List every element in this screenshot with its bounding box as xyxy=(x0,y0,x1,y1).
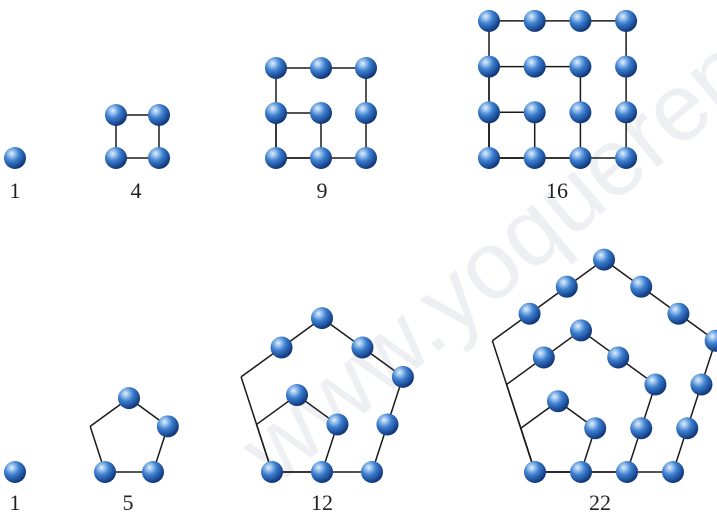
sphere xyxy=(662,461,684,483)
sphere xyxy=(261,461,283,483)
sphere xyxy=(142,461,164,483)
pentagon-edge xyxy=(673,341,716,472)
sphere xyxy=(311,461,333,483)
square-label-9: 9 xyxy=(317,178,328,203)
sphere xyxy=(524,101,546,123)
sphere xyxy=(569,101,591,123)
sphere xyxy=(524,56,546,78)
pentagonal-label-1: 1 xyxy=(10,490,21,515)
sphere xyxy=(478,101,500,123)
pentagon-edge xyxy=(604,260,716,341)
sphere xyxy=(607,346,629,368)
sphere xyxy=(148,147,170,169)
sphere xyxy=(4,461,26,483)
sphere xyxy=(615,56,637,78)
sphere xyxy=(376,413,398,435)
sphere xyxy=(157,415,179,437)
sphere xyxy=(478,10,500,32)
sphere xyxy=(351,337,373,359)
sphere xyxy=(271,337,293,359)
sphere xyxy=(355,147,377,169)
sphere xyxy=(105,147,127,169)
sphere xyxy=(148,104,170,126)
sphere xyxy=(265,102,287,124)
sphere xyxy=(569,147,591,169)
sphere xyxy=(615,10,637,32)
sphere xyxy=(593,249,615,271)
sphere xyxy=(94,461,116,483)
sphere xyxy=(286,384,308,406)
sphere xyxy=(478,56,500,78)
sphere xyxy=(690,374,712,396)
sphere xyxy=(547,390,569,412)
sphere xyxy=(4,147,26,169)
square-figure-4 xyxy=(105,104,170,169)
sphere xyxy=(118,387,140,409)
sphere xyxy=(615,147,637,169)
sphere xyxy=(615,101,637,123)
sphere xyxy=(644,374,666,396)
sphere xyxy=(310,57,332,79)
sphere xyxy=(533,346,555,368)
sphere xyxy=(524,147,546,169)
sphere xyxy=(556,276,578,298)
sphere xyxy=(265,57,287,79)
sphere xyxy=(105,104,127,126)
square-label-16: 16 xyxy=(546,178,568,203)
sphere xyxy=(630,276,652,298)
sphere xyxy=(630,417,652,439)
sphere xyxy=(584,417,606,439)
sphere xyxy=(310,147,332,169)
pentagonal-label-22: 22 xyxy=(589,490,611,515)
pentagon-edge xyxy=(492,341,535,472)
square-label-4: 4 xyxy=(131,178,142,203)
square-figure-9 xyxy=(265,57,377,169)
sphere xyxy=(265,147,287,169)
sphere xyxy=(616,461,638,483)
sphere xyxy=(326,413,348,435)
sphere xyxy=(524,10,546,32)
sphere xyxy=(570,461,592,483)
sphere xyxy=(569,10,591,32)
sphere xyxy=(676,417,698,439)
sphere xyxy=(392,366,414,388)
pentagonal-figure-1 xyxy=(4,461,26,483)
sphere xyxy=(310,102,332,124)
pentagonal-label-5: 5 xyxy=(123,490,134,515)
square-numbers-row xyxy=(4,10,637,169)
sphere xyxy=(569,56,591,78)
sphere xyxy=(667,303,689,325)
pentagonal-figure-5 xyxy=(90,387,179,483)
sphere xyxy=(355,57,377,79)
square-figure-1 xyxy=(4,147,26,169)
sphere xyxy=(355,102,377,124)
sphere xyxy=(311,307,333,329)
pentagonal-label-12: 12 xyxy=(311,490,333,515)
sphere xyxy=(361,461,383,483)
sphere xyxy=(478,147,500,169)
sphere xyxy=(705,330,717,352)
square-label-1: 1 xyxy=(10,178,21,203)
sphere xyxy=(524,461,546,483)
sphere xyxy=(570,319,592,341)
sphere xyxy=(519,303,541,325)
